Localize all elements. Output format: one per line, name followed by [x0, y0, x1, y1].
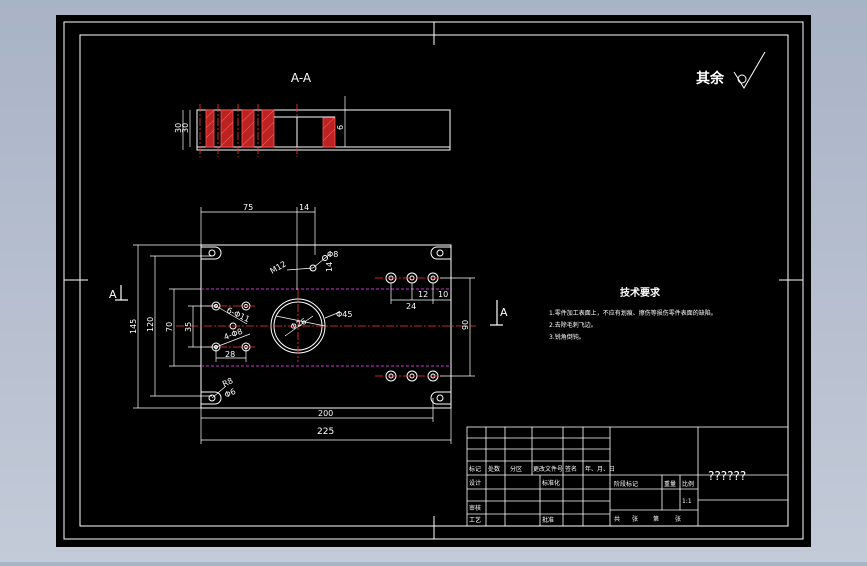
corner-slots	[201, 246, 451, 405]
callout-corner-phi: Φ6	[223, 387, 237, 400]
plan-view	[115, 207, 503, 444]
dim-14: 14	[299, 203, 309, 212]
section-dim-height-inner: 30	[181, 123, 190, 133]
dim-28: 28	[225, 350, 235, 359]
tech-req-title: 技术要求	[620, 286, 661, 299]
tech-req-item-2: 2.去除毛刺飞边。	[549, 321, 597, 329]
tb-part-name: ??????	[708, 469, 746, 483]
section-dim-height: 30	[174, 123, 183, 133]
tb-sheet-unit-a: 张	[632, 515, 638, 523]
callout-phi8-top: Φ8	[327, 250, 338, 259]
surface-finish-symbol	[733, 51, 766, 89]
dim-70: 70	[165, 322, 174, 332]
tb-scale-label: 比例	[682, 480, 694, 488]
tb-scale-value: 1:1	[682, 498, 692, 505]
plan-centerlines	[176, 277, 476, 377]
drawing-area	[56, 15, 811, 547]
dim-145: 145	[129, 319, 138, 334]
tb-row-design: 设计	[469, 479, 481, 487]
section-mark-right: A	[500, 306, 508, 319]
dim-12: 12	[418, 290, 428, 299]
dim-35: 35	[184, 322, 193, 332]
dimension-lines	[133, 207, 475, 444]
tb-header-mark: 标记	[469, 465, 481, 473]
title-block	[466, 426, 789, 527]
tb-stage-label: 阶段标记	[614, 480, 638, 488]
hidden-lines	[201, 288, 451, 367]
tb-sheet-index: 第	[653, 515, 659, 523]
tb-weight-label: 重量	[664, 480, 676, 488]
tb-header-count: 处数	[488, 465, 500, 473]
tb-header-sign: 签名	[565, 465, 577, 473]
dim-90: 90	[461, 320, 470, 330]
tb-header-change: 更改文件号	[533, 465, 563, 473]
tb-row-check: 审核	[469, 504, 481, 512]
dim-225: 225	[317, 427, 334, 437]
drawing-frame	[63, 21, 804, 540]
section-dim-depth: 6	[336, 125, 345, 130]
tech-req-item-1: 1.零件加工表面上，不应有划痕、擦伤等损伤零件表面的缺陷。	[549, 309, 717, 317]
dim-14-vertical: 14	[325, 262, 334, 272]
section-view	[182, 96, 451, 157]
surface-finish-label: 其余	[696, 70, 725, 87]
dim-24: 24	[406, 302, 416, 311]
dim-200: 200	[318, 409, 333, 418]
dim-10: 10	[438, 290, 448, 299]
leaders	[211, 253, 341, 399]
tb-row-process: 工艺	[469, 516, 481, 524]
dim-75: 75	[243, 203, 253, 212]
tb-sheet-total: 共	[614, 515, 620, 523]
tb-sheet-unit-b: 张	[675, 515, 681, 523]
callout-corner-r: R8	[221, 376, 234, 389]
section-mark-left: A	[109, 288, 117, 301]
tb-header-date: 年、月、日	[585, 465, 615, 473]
dim-120: 120	[146, 317, 155, 332]
tb-row-standard: 标准化	[542, 479, 560, 487]
callout-phi45: Φ45	[336, 310, 352, 319]
section-cut-markers	[115, 285, 503, 326]
tech-req-item-3: 3.锐角倒钝。	[549, 333, 585, 341]
tb-header-zone: 分区	[510, 465, 522, 473]
tb-row-approve: 批准	[542, 516, 554, 524]
section-title: A-A	[291, 71, 312, 85]
